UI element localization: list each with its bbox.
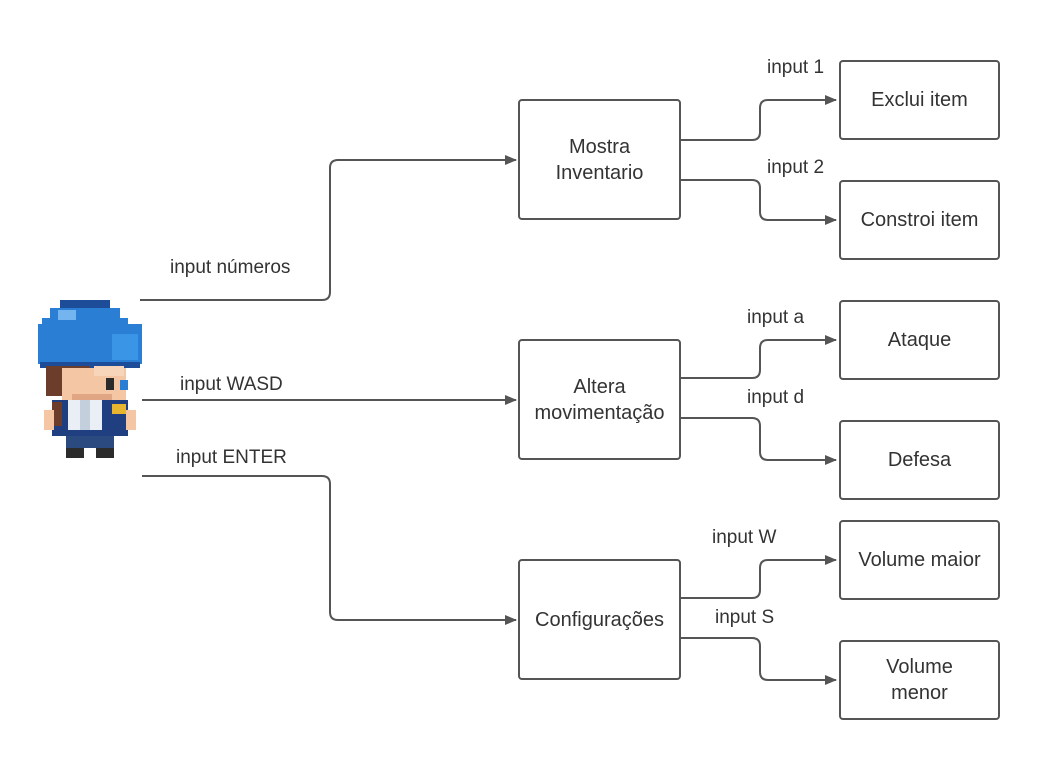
input-enter-label: input ENTER	[176, 447, 287, 468]
attack-box: Ataque	[839, 300, 1000, 380]
arrow-enter-to-settings	[142, 475, 517, 625]
pixel-art-player-character-icon	[38, 300, 142, 458]
input-wasd-label: input WASD	[180, 374, 283, 395]
input-w-label: input W	[712, 527, 777, 548]
defense-box: Defesa	[839, 420, 1000, 500]
input-d-label: input d	[747, 387, 805, 408]
arrow-inventory-to-delete	[681, 95, 837, 141]
input-1-label: input 1	[767, 57, 825, 78]
arrow-movement-to-attack	[681, 335, 837, 379]
arrow-settings-to-volume-up	[681, 555, 837, 599]
delete-item-box: Exclui item	[839, 60, 1000, 140]
arrow-settings-to-volume-down	[681, 637, 837, 685]
volume-down-box: Volume menor	[839, 640, 1000, 720]
inventory-box: Mostra Inventario	[518, 99, 681, 220]
input-numbers-label: input números	[170, 257, 291, 278]
input-2-label: input 2	[767, 157, 825, 178]
input-a-label: input a	[747, 307, 805, 328]
settings-box: Configurações	[518, 559, 681, 680]
build-item-box: Constroi item	[839, 180, 1000, 260]
arrow-inventory-to-build	[681, 179, 837, 225]
arrow-numbers-to-inventory	[140, 155, 517, 301]
volume-up-box: Volume maior	[839, 520, 1000, 600]
arrow-movement-to-defense	[681, 417, 837, 465]
movement-box: Altera movimentação	[518, 339, 681, 460]
input-s-label: input S	[715, 607, 775, 628]
